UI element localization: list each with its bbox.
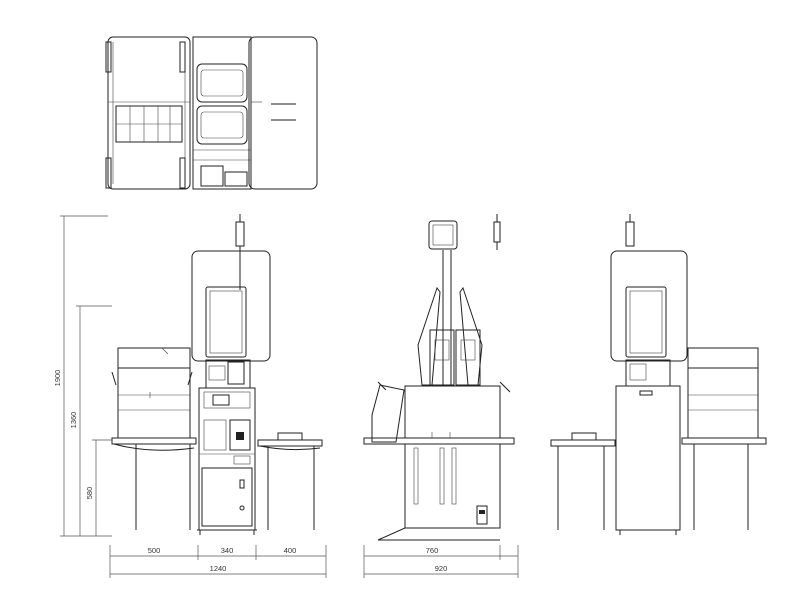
- side-view: [363, 214, 515, 541]
- dim-height-counter: 580: [85, 487, 94, 500]
- dim-depth-total: 920: [435, 564, 448, 573]
- rear-view: [550, 214, 767, 535]
- dim-height-mid: 1360: [69, 412, 78, 429]
- dim-width-mid: 340: [221, 546, 234, 555]
- dim-width-right: 400: [284, 546, 297, 555]
- front-view: [111, 214, 323, 535]
- dim-width-left: 500: [148, 546, 161, 555]
- dim-height-total: 1900: [53, 370, 62, 387]
- dim-depth-segment: 760: [426, 546, 439, 555]
- dim-width-total: 1240: [210, 564, 227, 573]
- dimensions: [60, 215, 519, 578]
- plan-view: [105, 36, 318, 190]
